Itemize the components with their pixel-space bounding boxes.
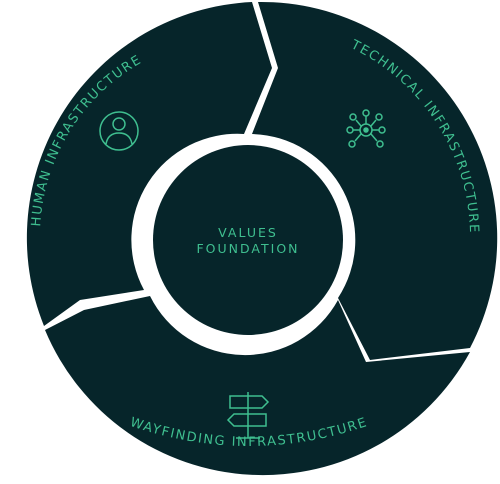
segment-wayfinding: [45, 296, 470, 476]
segment-technical: [252, 1, 498, 361]
center-label-line2: Foundation: [196, 241, 299, 256]
center-label-line1: Values: [218, 225, 278, 240]
signpost-icon: [226, 392, 270, 439]
person-icon: [99, 111, 139, 151]
center-circle: [153, 145, 343, 335]
network-icon: [346, 109, 386, 148]
segment-human: [26, 2, 272, 326]
